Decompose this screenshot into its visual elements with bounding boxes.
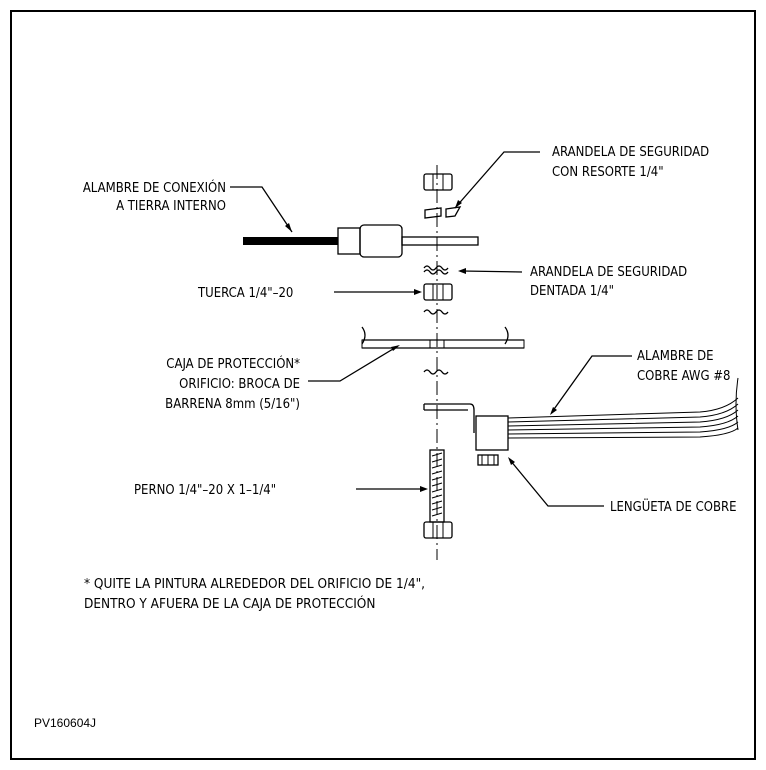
- note-line-2: DENTRO Y AFUERA DE LA CAJA DE PROTECCIÓN: [84, 594, 375, 612]
- toothed-washer-label-2: DENTADA 1/4": [530, 284, 614, 299]
- toothed-washer-label-1: ARANDELA DE SEGURIDAD: [530, 265, 687, 280]
- nut-label: TUERCA 1/4"–20: [197, 286, 293, 301]
- drawing-frame: [10, 10, 756, 760]
- note-line-1: * QUITE LA PINTURA ALREDEDOR DEL ORIFICI…: [84, 576, 425, 592]
- copper-lug-label: LENGÜETA DE COBRE: [610, 498, 737, 515]
- copper-wire: [507, 377, 739, 439]
- enclosure-label-1: CAJA DE PROTECCIÓN*: [166, 356, 300, 372]
- leader-lines: [230, 151, 632, 507]
- middle-hex-nut: [423, 283, 453, 301]
- copper-wire-label-1: ALAMBRE DE: [637, 349, 714, 364]
- copper-lug-part: [423, 403, 509, 466]
- bolt-part: [423, 449, 453, 539]
- spring-washer-label-2: CON RESORTE 1/4": [552, 165, 664, 180]
- toothed-lock-washer: [423, 265, 449, 275]
- lower-toothed-washer: [423, 369, 449, 375]
- ground-wire-label-1: ALAMBRE DE CONEXIÓN: [83, 180, 226, 196]
- drawing-code: PV160604J: [34, 716, 96, 730]
- spring-lock-washer: [424, 206, 462, 219]
- spring-washer-label-1: ARANDELA DE SEGURIDAD: [552, 145, 709, 160]
- copper-wire-label-2: COBRE AWG #8: [637, 369, 731, 384]
- ground-wire-label-2: A TIERRA INTERNO: [116, 199, 226, 214]
- washer-under-nut: [423, 309, 449, 315]
- enclosure-label-2: ORIFICIO: BROCA DE: [179, 377, 300, 392]
- ground-wire: [243, 224, 479, 258]
- enclosure-label-3: BARRENA 8mm (5/16"): [165, 397, 300, 412]
- top-hex-nut: [423, 173, 453, 191]
- bolt-label: PERNO 1/4"–20 X 1–1/4": [134, 483, 276, 498]
- enclosure-wall: [361, 326, 525, 349]
